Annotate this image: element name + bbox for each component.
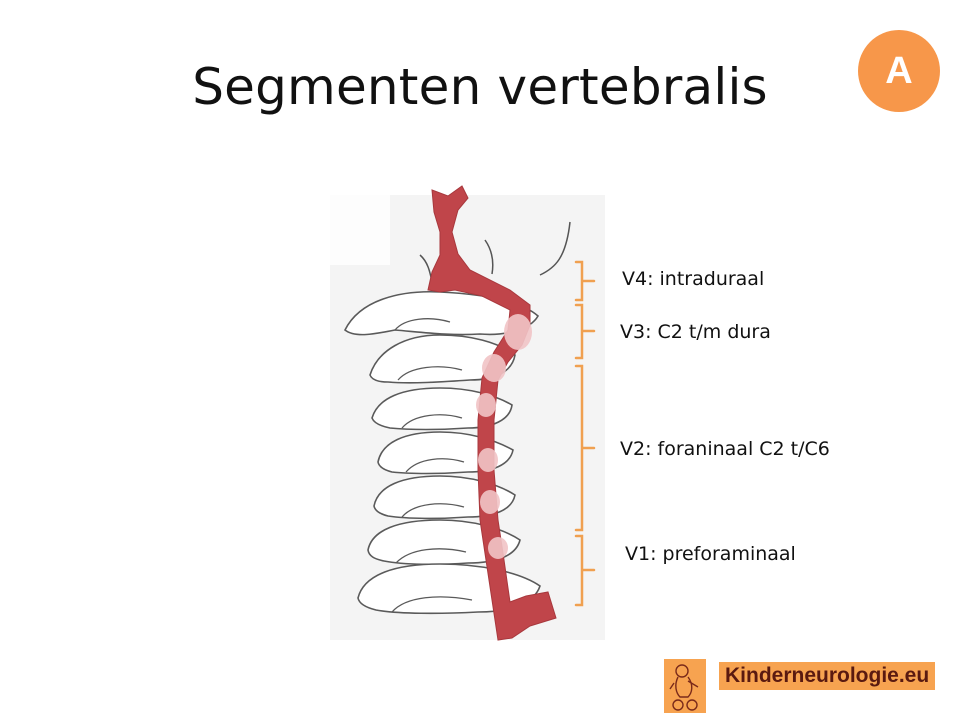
brand-logo bbox=[664, 659, 706, 713]
vertebra-c3 bbox=[371, 387, 513, 431]
bracket-v2 bbox=[574, 364, 596, 532]
brand-name: Kinderneurologie.eu bbox=[719, 662, 936, 690]
segment-label-v3: V3: C2 t/m dura bbox=[620, 321, 771, 343]
segment-label-v1: V1: preforaminaal bbox=[625, 543, 796, 565]
bracket-v4 bbox=[574, 260, 596, 302]
segment-brackets bbox=[574, 260, 596, 607]
brand-footer: Kinderneurologie.eu bbox=[664, 659, 936, 713]
slide-title: Segmenten vertebralis bbox=[192, 58, 768, 116]
bracket-v3 bbox=[574, 303, 596, 360]
foramen-highlights bbox=[476, 314, 532, 559]
segment-label-v2: V2: foraninaal C2 t/C6 bbox=[620, 438, 830, 460]
segment-label-v4: V4: intraduraal bbox=[622, 268, 765, 290]
slide-badge: A bbox=[858, 30, 940, 112]
bracket-v1 bbox=[574, 534, 596, 607]
